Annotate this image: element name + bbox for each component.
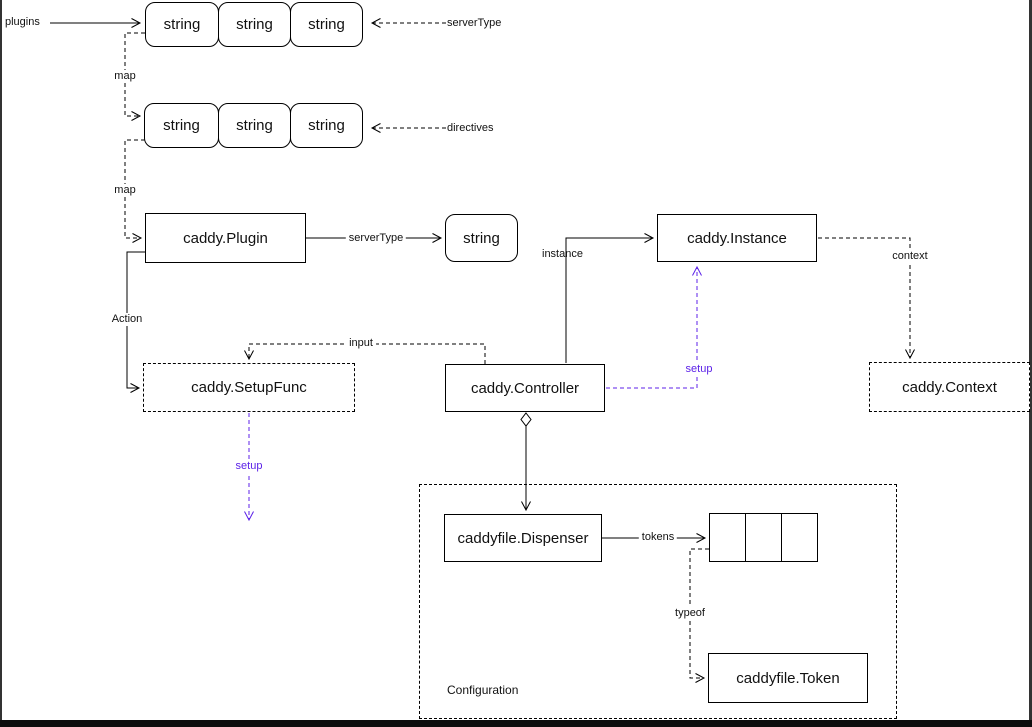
edge-label-servertype-top: serverType bbox=[447, 17, 502, 29]
node-token-array bbox=[709, 513, 818, 562]
node-caddy-context: caddy.Context bbox=[869, 362, 1030, 412]
node-string-a1: string bbox=[145, 2, 219, 47]
node-string-b2: string bbox=[218, 103, 291, 148]
edge-label-instance: instance bbox=[542, 248, 583, 260]
node-caddyfile-token: caddyfile.Token bbox=[708, 653, 868, 703]
edge-label-plugins: plugins bbox=[5, 16, 40, 28]
node-caddyfile-dispenser: caddyfile.Dispenser bbox=[444, 514, 602, 562]
node-caddy-controller: caddy.Controller bbox=[445, 364, 605, 412]
edge-label-setup-left: setup bbox=[232, 460, 266, 473]
array-cell bbox=[782, 514, 817, 561]
configuration-container bbox=[419, 484, 897, 719]
edge-label-map-bottom: map bbox=[111, 184, 139, 197]
node-caddy-instance: caddy.Instance bbox=[657, 214, 817, 262]
node-string-servertype: string bbox=[445, 214, 518, 262]
array-cell bbox=[746, 514, 782, 561]
node-string-b3: string bbox=[290, 103, 363, 148]
edge-label-map-top: map bbox=[111, 70, 139, 83]
edge-label-setup-right: setup bbox=[682, 363, 716, 376]
window-border-left bbox=[0, 0, 2, 727]
node-caddy-plugin: caddy.Plugin bbox=[145, 213, 306, 263]
edge-label-typeof: typeof bbox=[672, 607, 708, 620]
node-caddy-setupfunc: caddy.SetupFunc bbox=[143, 363, 355, 412]
node-string-a3: string bbox=[290, 2, 363, 47]
edge-label-directives: directives bbox=[447, 122, 494, 134]
edge-label-context: context bbox=[889, 250, 931, 263]
edge-label-tokens: tokens bbox=[638, 531, 678, 544]
edge-label-action: Action bbox=[108, 313, 146, 326]
window-border-right bbox=[1029, 0, 1032, 727]
window-border-bottom bbox=[0, 720, 1032, 727]
aggregation-diamond bbox=[520, 412, 532, 427]
edge-label-servertype-plugin: serverType bbox=[345, 232, 407, 245]
array-cell bbox=[710, 514, 746, 561]
node-string-b1: string bbox=[144, 103, 219, 148]
configuration-label: Configuration bbox=[447, 683, 519, 697]
node-string-a2: string bbox=[218, 2, 291, 47]
edge-label-input: input bbox=[346, 337, 376, 350]
